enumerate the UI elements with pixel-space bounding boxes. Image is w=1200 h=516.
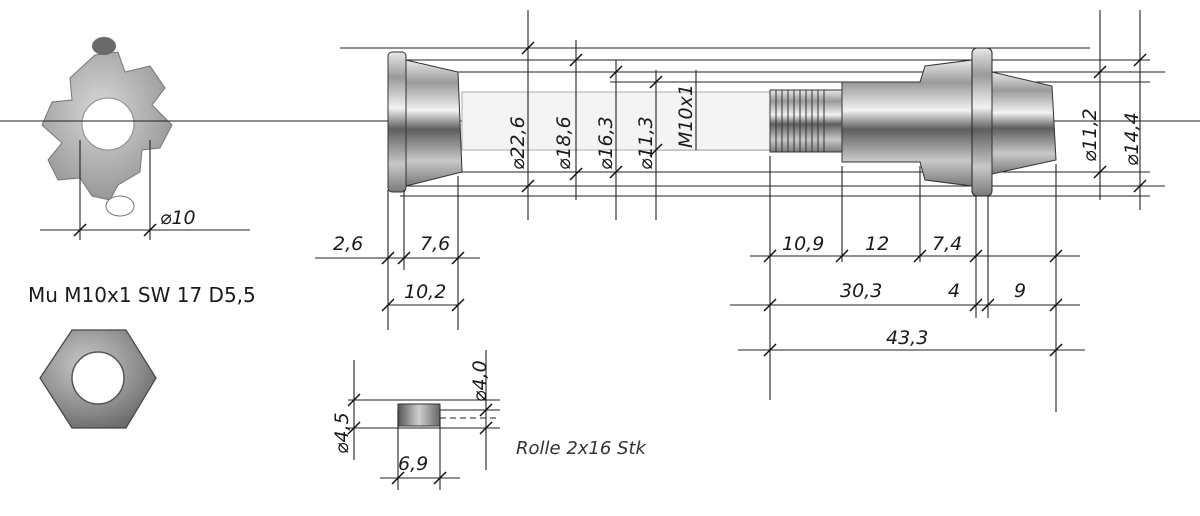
right-cone	[991, 71, 1057, 175]
hex-nut-part	[39, 329, 157, 429]
dim-d3: ⌀16,3	[595, 116, 617, 170]
dim-l8: 4	[948, 280, 960, 302]
nut-note: Mu M10x1 SW 17 D5,5	[28, 283, 256, 307]
roller-d-inner: ⌀4,0	[469, 360, 491, 402]
dim-d6: ⌀14,4	[1121, 112, 1143, 166]
inner-shaft	[461, 91, 775, 151]
dim-l5: 12	[865, 233, 889, 255]
dim-l4: 10,9	[782, 233, 824, 255]
roller-d-outer: ⌀4,5	[331, 412, 353, 454]
shaft-assembly: ⌀22,6 ⌀18,6 ⌀16,3 ⌀11,3 M10x1 ⌀11,2 ⌀14,…	[315, 10, 1165, 412]
dim-d4: ⌀11,3	[635, 116, 657, 170]
dim-thread: M10x1	[675, 84, 697, 148]
roller-part: ⌀4,5 ⌀4,0 6,9 Rolle 2x16 Stk	[331, 350, 648, 490]
dim-l7: 30,3	[840, 280, 882, 302]
dim-d1: ⌀22,6	[507, 116, 529, 170]
star-nut-nub-bottom	[105, 195, 135, 217]
dim-l1: 2,6	[333, 233, 363, 255]
left-cone	[405, 59, 463, 187]
star-nut-nub-top	[92, 37, 116, 55]
star-nut-bore	[81, 97, 135, 151]
body-section	[841, 59, 973, 187]
hex-nut-bore	[71, 351, 125, 405]
star-bore-dim: ⌀10	[160, 207, 196, 229]
dim-l3: 10,2	[404, 281, 446, 303]
dim-l10: 43,3	[886, 327, 928, 349]
roller-note: Rolle 2x16 Stk	[516, 438, 648, 459]
thread-marks	[775, 90, 825, 152]
left-flange	[387, 51, 407, 193]
dim-l2: 7,6	[420, 233, 450, 255]
dim-l6: 7,4	[932, 233, 962, 255]
roller-body	[397, 403, 441, 427]
dim-d2: ⌀18,6	[553, 116, 575, 170]
right-flange	[971, 47, 993, 197]
dim-l9: 9	[1014, 280, 1026, 302]
dim-d5: ⌀11,2	[1079, 108, 1101, 162]
roller-length: 6,9	[398, 453, 428, 475]
